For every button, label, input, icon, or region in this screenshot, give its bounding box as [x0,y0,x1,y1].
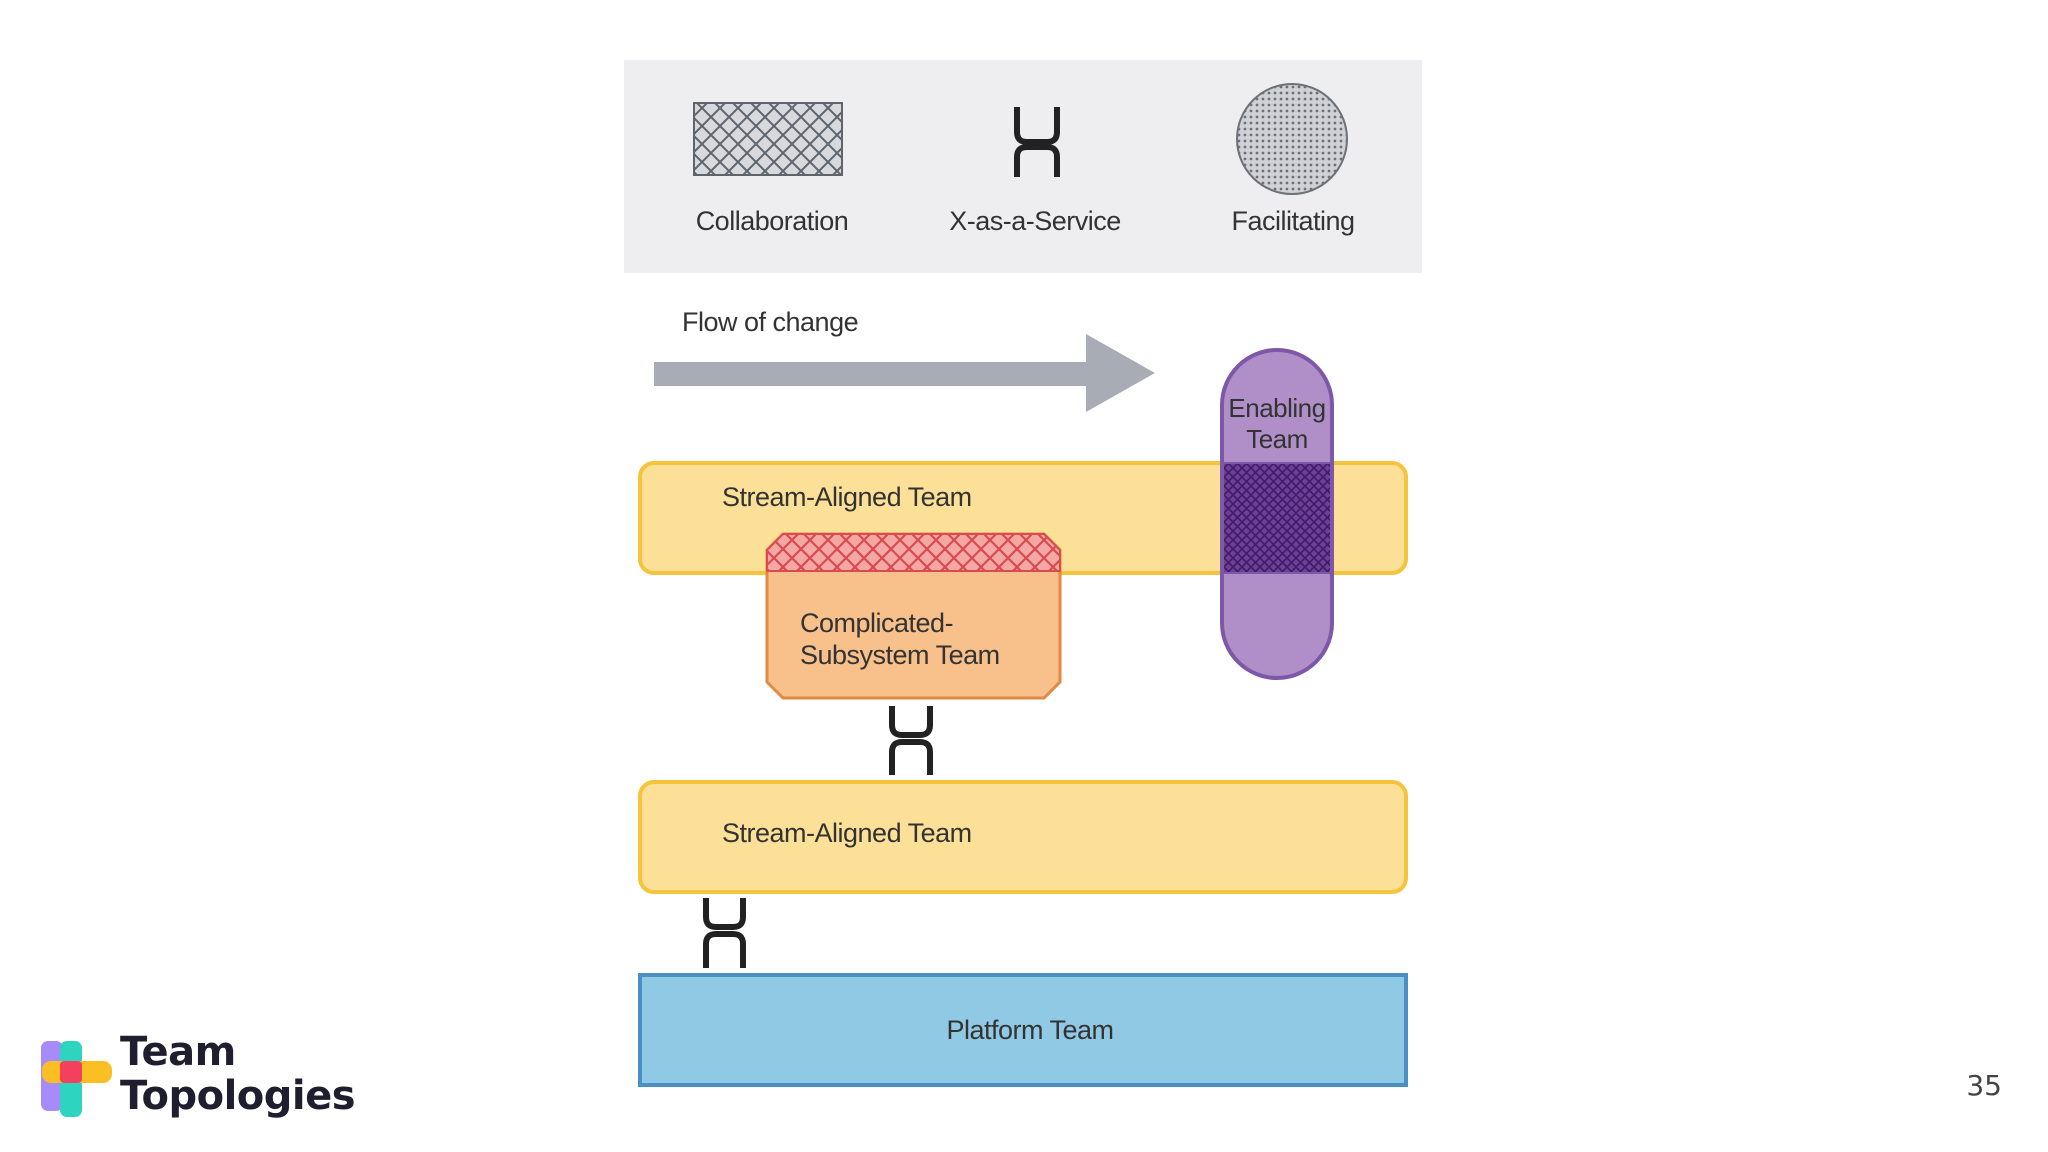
legend-panel: Collaboration X-as-a-Service Facilitatin… [624,60,1422,273]
xaas-connector-icon [703,898,746,968]
legend-xaas-label: X-as-a-Service [949,206,1121,236]
enabling-team [1220,348,1334,680]
stream-aligned-team-bottom [638,780,1408,894]
legend-facilitating-label: Facilitating [1231,206,1354,236]
complicated-subsystem-label-line2: Subsystem Team [800,640,1000,670]
enabling-team-label-line2: Team [1246,424,1308,454]
logo-text-line2: Topologies [120,1073,356,1119]
flow-of-change-label: Flow of change [682,307,858,337]
enabling-team-label-line1: Enabling [1228,393,1325,423]
platform-team [638,973,1408,1087]
xaas-connector-icon [889,706,933,775]
stream-aligned-team-bottom-label: Stream-Aligned Team [722,818,972,848]
team-topologies-logo-icon [41,1041,112,1117]
complicated-subsystem-label-line1: Complicated- [800,608,953,638]
team-topologies-logo: Team Topologies [38,1030,378,1120]
platform-team-label: Platform Team [946,1015,1113,1045]
complicated-subsystem-team [765,532,1062,700]
xaas-connector-icon [1014,107,1060,177]
dotted-circle-icon [1236,83,1348,195]
crosshatch-square-icon [693,102,843,176]
legend-collaboration-label: Collaboration [696,206,849,236]
flow-arrow-icon [654,334,1155,412]
stream-aligned-team-top-label: Stream-Aligned Team [722,482,972,512]
logo-text-line1: Team [120,1029,236,1075]
page-number: 35 [1966,1069,2002,1102]
